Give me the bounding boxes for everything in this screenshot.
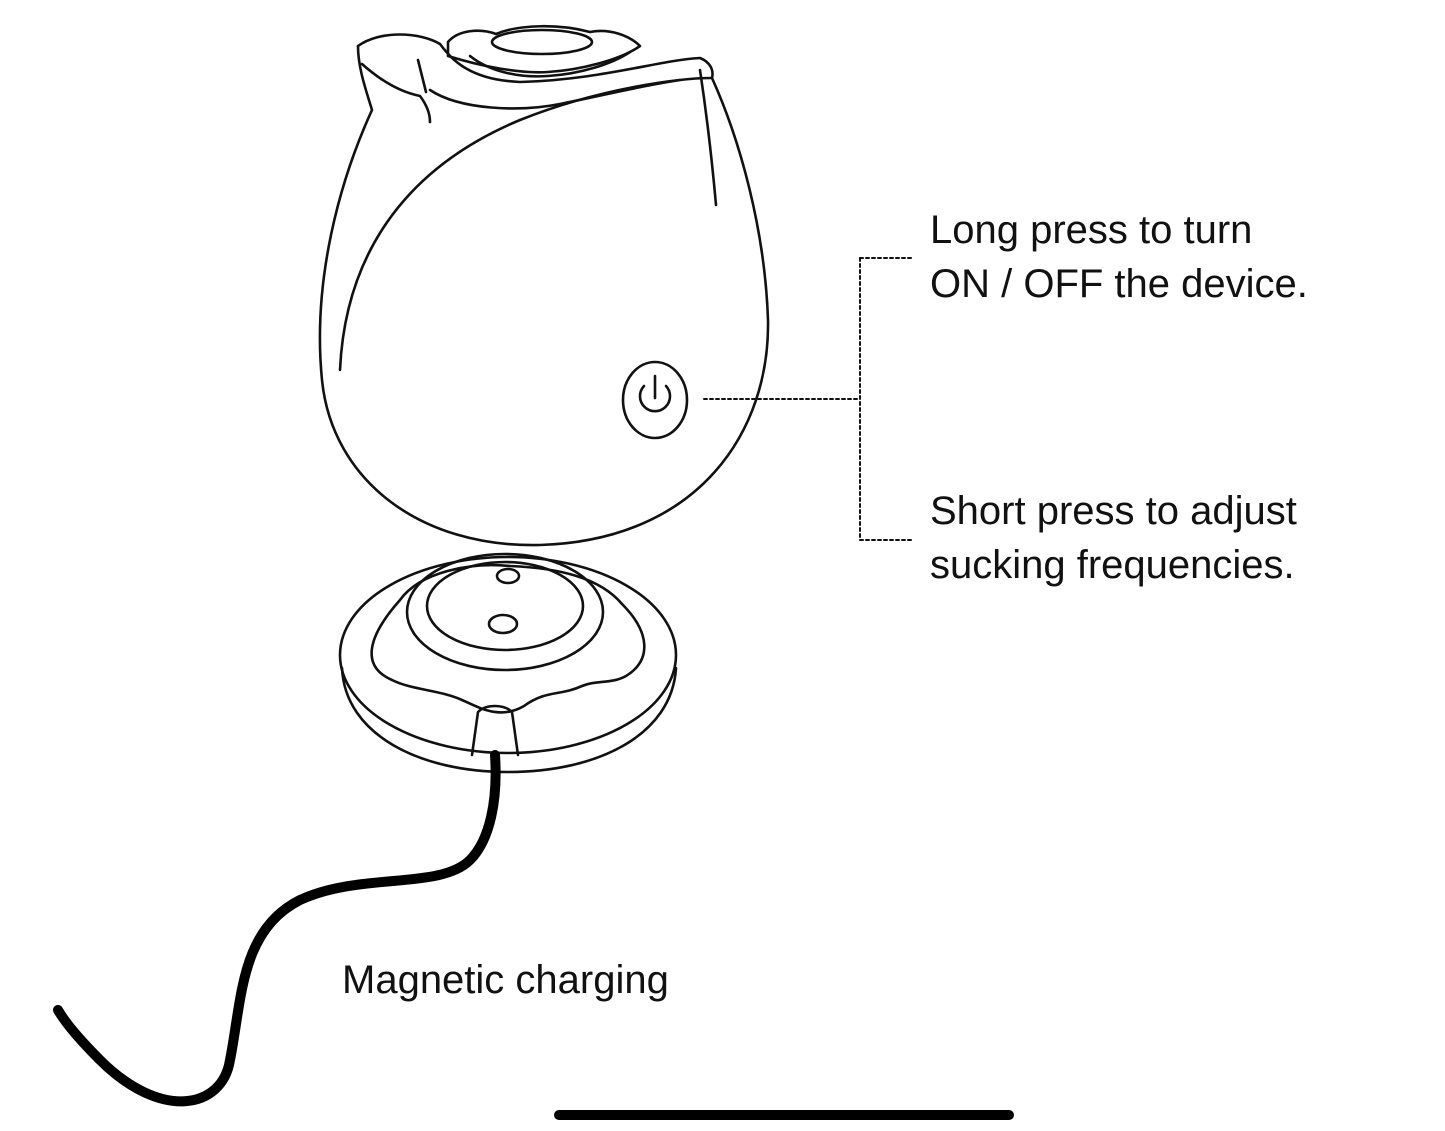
charger-contact-upper	[495, 567, 521, 585]
charging-label-text: Magnetic charging	[342, 958, 669, 1002]
long-press-line-2: ON / OFF the device.	[930, 262, 1308, 306]
short-press-callout: Short press to adjust sucking frequencie…	[930, 484, 1297, 592]
short-press-line-2: sucking frequencies.	[930, 543, 1295, 587]
rose-device-icon	[318, 24, 770, 547]
short-press-line-1: Short press to adjust	[930, 489, 1297, 533]
charger-pad-inner	[425, 560, 585, 652]
power-button-outline	[621, 360, 689, 440]
charging-cable-icon	[53, 750, 501, 1107]
rose-left-petal	[360, 62, 432, 124]
home-indicator[interactable]	[554, 1110, 1014, 1120]
long-press-line-1: Long press to turn	[930, 208, 1253, 252]
power-symbol-arc	[638, 384, 672, 413]
charger-base-top	[338, 555, 678, 755]
rose-top-disc	[490, 28, 594, 56]
magnetic-charger-icon	[338, 552, 678, 774]
rose-inner-swirl-b	[428, 78, 682, 110]
rose-back-petal	[356, 33, 714, 84]
rose-front-petal	[338, 76, 714, 372]
charging-label: Magnetic charging	[342, 953, 669, 1007]
rose-inner-line	[416, 58, 428, 94]
callout-connector	[703, 257, 913, 541]
charger-flower-plate	[370, 563, 646, 714]
power-icon	[621, 360, 689, 440]
rose-body-outline	[318, 44, 770, 547]
charger-cable-socket	[470, 704, 520, 757]
rose-inner-swirl-a	[468, 50, 632, 78]
charger-pad-outer	[405, 552, 605, 672]
charger-base-side	[340, 666, 678, 774]
charger-contact-lower	[487, 613, 519, 635]
rose-crown	[446, 24, 642, 74]
rose-inner-line-2	[698, 68, 718, 207]
long-press-callout: Long press to turn ON / OFF the device.	[930, 203, 1308, 311]
